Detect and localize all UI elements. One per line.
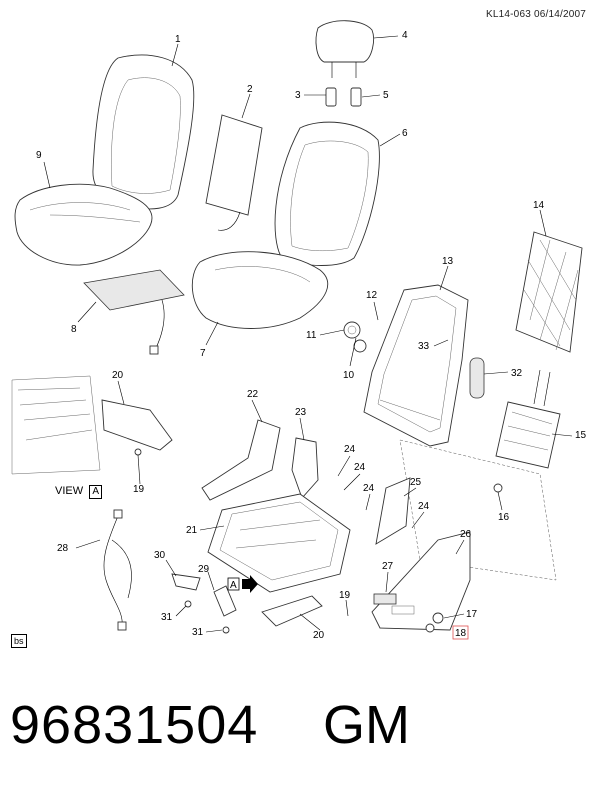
callout-28: 28: [57, 543, 69, 554]
part-23-trim: [291, 437, 319, 499]
callout-4: 4: [402, 30, 408, 41]
callout-18: 18: [455, 628, 467, 639]
view-a-inset: [11, 375, 173, 475]
part-17-18-knob: [425, 612, 444, 633]
part-seat-heater-mat: [83, 269, 185, 355]
callout-18-highlight-box: [452, 625, 469, 640]
part-25-bracket: [375, 477, 411, 545]
part-number: 96831504: [10, 695, 259, 755]
callout-19-left: 19: [133, 484, 145, 495]
view-label-letter: A: [89, 485, 103, 499]
callout-31-b: 31: [192, 627, 204, 638]
part-seat-back-frame: [363, 284, 469, 447]
callout-24-c: 24: [363, 483, 375, 494]
callout-20-bottom: 20: [313, 630, 325, 641]
callout-29: 29: [198, 564, 210, 575]
callout-24-d: 24: [418, 501, 430, 512]
callout-19-right: 19: [339, 590, 351, 601]
leader-lines: [43, 35, 573, 633]
part-seat-back-cover: [92, 54, 195, 210]
part-headrest-guides: [325, 87, 362, 107]
part-seat-back-foam: [274, 121, 380, 266]
callout-22: 22: [247, 389, 259, 400]
callout-5: 5: [383, 90, 389, 101]
callout-8: 8: [71, 324, 77, 335]
part-wiring-harness: [103, 509, 132, 631]
part-back-panel-mesh: [515, 231, 583, 353]
callout-33: 33: [418, 341, 430, 352]
part-side-shield: [201, 419, 281, 501]
callout-30: 30: [154, 550, 166, 561]
part-20-cover: [261, 595, 323, 627]
brand-name: GM: [323, 695, 410, 755]
callout-9: 9: [36, 150, 42, 161]
view-a-arrow: [227, 575, 258, 593]
part-seat-adjuster: [207, 493, 351, 593]
part-16-clip: [493, 483, 503, 493]
callout-16: 16: [498, 512, 510, 523]
part-29-30-31-brackets: [171, 573, 237, 634]
part-27-switch: [373, 593, 397, 605]
callout-10: 10: [343, 370, 355, 381]
view-a-label: VIEW A: [55, 485, 103, 499]
callout-26: 26: [460, 529, 472, 540]
callout-1: 1: [175, 34, 181, 45]
diagram-header-code: KL14-063 06/14/2007: [486, 9, 586, 20]
arrow-view-letter: A: [230, 580, 237, 591]
view-label-text: VIEW: [55, 485, 84, 497]
part-seat-cushion-cover: [14, 183, 153, 266]
callout-31-a: 31: [161, 612, 173, 623]
callout-24-b: 24: [354, 462, 366, 473]
callout-25: 25: [410, 477, 422, 488]
part-seat-cushion-foam: [191, 251, 329, 329]
callout-20-left: 20: [112, 370, 124, 381]
callout-numbers: 1 2 3 4 5 6 7 8 9 10 11 12 13 14 15 16 1…: [36, 30, 587, 641]
callout-2: 2: [247, 84, 253, 95]
callout-27: 27: [382, 561, 394, 572]
callout-13: 13: [442, 256, 454, 267]
callout-11: 11: [306, 330, 317, 341]
callout-24-a: 24: [344, 444, 356, 455]
part-back-pad: [205, 114, 263, 231]
assembly-guide-dash: [399, 439, 557, 581]
callout-23: 23: [295, 407, 307, 418]
callout-7: 7: [200, 348, 206, 359]
part-lumbar-support: [495, 369, 561, 469]
part-headrest: [315, 20, 375, 78]
part-lumbar-handle: [469, 357, 485, 399]
callout-15: 15: [575, 430, 587, 441]
callout-17: 17: [466, 609, 478, 620]
callout-14: 14: [533, 200, 545, 211]
callout-3: 3: [295, 90, 301, 101]
part-recliner-knobs: [343, 321, 367, 353]
part-outer-trim-panel: [371, 531, 471, 631]
callout-21: 21: [186, 525, 198, 536]
callout-6: 6: [402, 128, 408, 139]
corner-tag: bs: [11, 634, 27, 648]
callout-12: 12: [366, 290, 378, 301]
callout-32: 32: [511, 368, 523, 379]
